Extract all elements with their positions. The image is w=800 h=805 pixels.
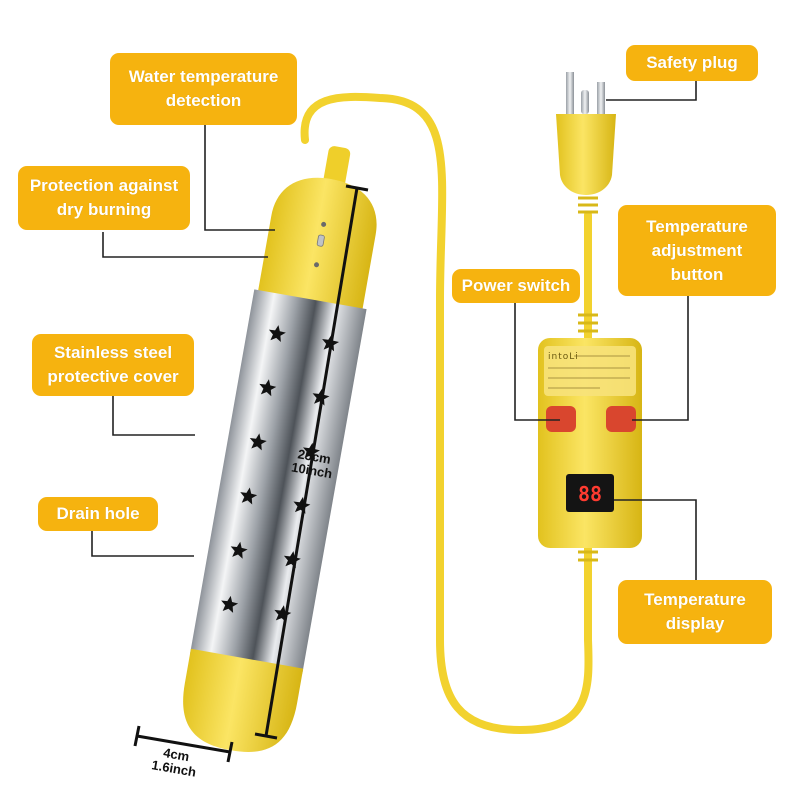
leader-temp-adjust — [632, 296, 689, 421]
leader-water-temp — [204, 125, 275, 231]
callout-power-switch: Power switch — [452, 269, 580, 303]
dry-burn-sensor-dot — [314, 262, 320, 268]
width-dimension — [133, 725, 234, 763]
leader-safety-plug — [606, 78, 697, 101]
drain-hole-star-8 — [293, 496, 311, 514]
plug-prong-left — [566, 72, 574, 114]
temperature-display — [566, 474, 614, 512]
drain-hole-star-11 — [221, 595, 239, 613]
plug-ground-pin — [581, 90, 589, 114]
drain-hole-star-9 — [230, 541, 248, 559]
control-box-ridges-bottom — [578, 550, 598, 562]
safety-plug — [556, 72, 616, 214]
length-dimension — [254, 184, 369, 740]
stainless-steel-tube — [190, 289, 367, 674]
sensor-dot-top — [321, 221, 327, 227]
drain-hole-star-7 — [240, 487, 258, 505]
temperature-probe — [316, 234, 325, 247]
drain-hole-star-5 — [249, 433, 267, 451]
display-digits: 88 — [578, 482, 602, 506]
drain-hole-star-3 — [259, 379, 277, 397]
plug-head — [556, 114, 616, 195]
brand-label: intoLi — [548, 352, 579, 362]
control-box: intoLi 88 — [538, 313, 642, 562]
power-switch-button[interactable] — [546, 406, 576, 432]
heater-bottom-cap — [183, 648, 304, 752]
leader-lines — [91, 78, 697, 580]
cord-strain-relief — [323, 146, 351, 188]
drain-hole-star-10 — [283, 551, 301, 569]
drain-hole-star-12 — [274, 605, 292, 623]
control-box-label-panel — [544, 346, 636, 396]
drain-hole-star-1 — [268, 325, 286, 343]
power-cord — [300, 92, 593, 735]
plug-prong-right — [597, 82, 605, 114]
heater-top-cap — [256, 177, 377, 319]
heater-body — [183, 146, 377, 752]
leader-drain-hole — [91, 530, 194, 557]
leader-temp-display — [614, 499, 697, 580]
control-box-ridges-top — [578, 313, 598, 333]
temperature-adjustment-button[interactable] — [606, 406, 636, 432]
leader-stainless — [112, 396, 195, 436]
leader-power-switch — [514, 303, 560, 421]
leader-dry-burning — [102, 232, 268, 258]
spec-text-lines — [548, 355, 630, 389]
drain-hole-star-6 — [302, 442, 320, 460]
callout-drain-hole: Drain hole — [38, 497, 158, 531]
callout-safety-plug: Safety plug — [626, 45, 758, 81]
plug-grip-ridges — [578, 196, 598, 214]
